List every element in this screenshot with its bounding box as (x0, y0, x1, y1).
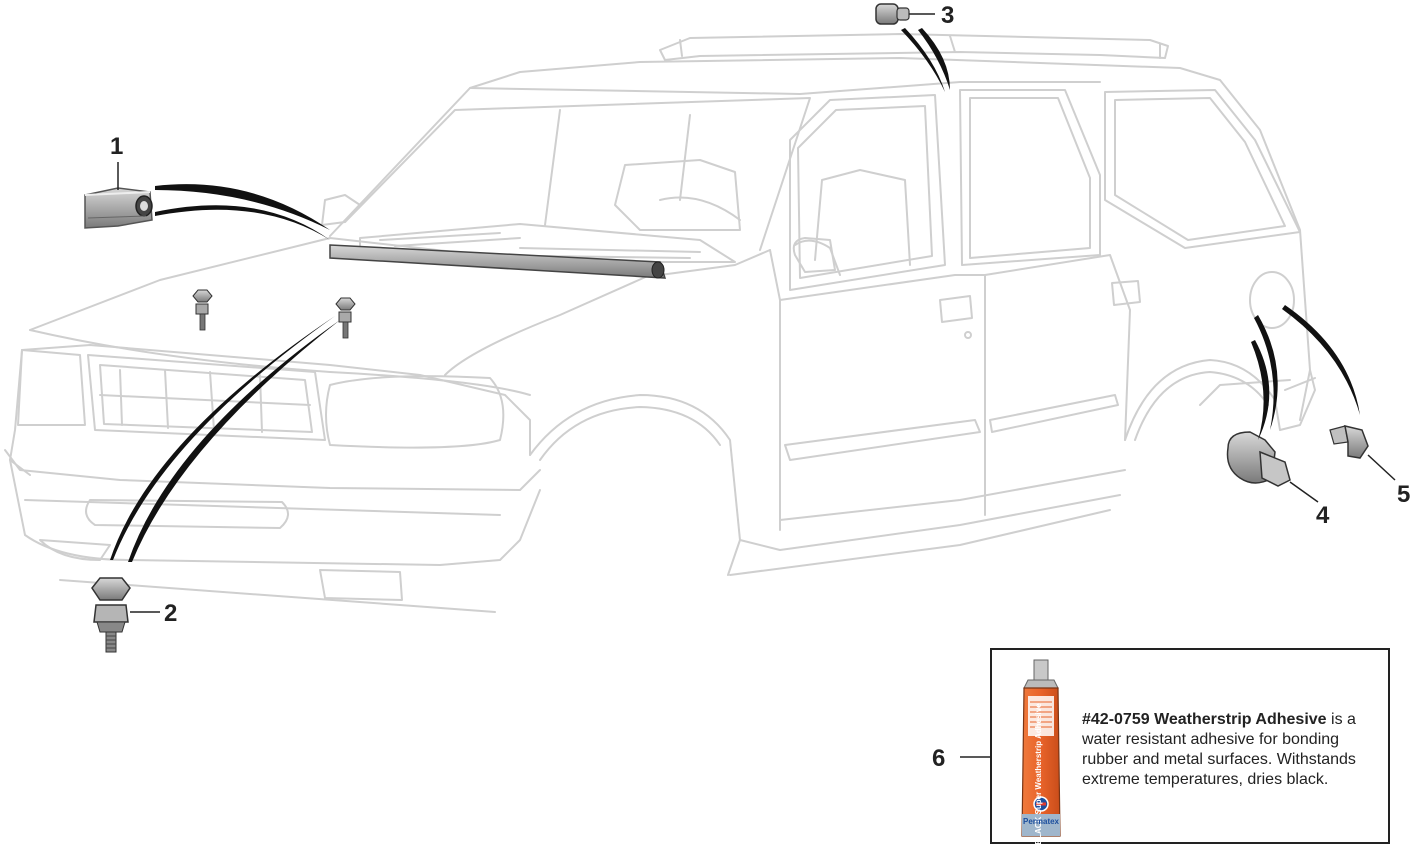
callout-2: 2 (164, 600, 177, 627)
part-1-cowl-weatherstrip (84, 187, 153, 229)
callout-5: 5 (1397, 481, 1410, 508)
adhesive-description-text: is a water resistant adhesive for bondin… (1082, 711, 1356, 788)
callout-3: 3 (941, 2, 954, 29)
part-4-bumper-stop (1226, 431, 1291, 487)
callout-6: 6 (932, 745, 945, 772)
adhesive-info-box: BLACK Super Weatherstrip Adhesive Permat… (990, 648, 1390, 844)
tube-label: BLACK Super Weatherstrip Adhesive (1034, 703, 1043, 844)
part-3-plug (875, 3, 910, 25)
part-5-small-stop (1329, 425, 1369, 459)
installed-cowl-weatherstrip (329, 244, 667, 279)
tube-brand: Permatex (1023, 817, 1060, 826)
adhesive-description: #42-0759 Weatherstrip Adhesive is a wate… (1082, 710, 1382, 790)
leader-lines (110, 28, 1360, 562)
callout-1: 1 (110, 133, 123, 160)
hood-bumper-installed-right (335, 297, 356, 339)
callout-4: 4 (1316, 502, 1330, 529)
part-2-hood-bumper (91, 577, 131, 653)
adhesive-part-number: #42-0759 Weatherstrip Adhesive (1082, 711, 1327, 728)
adhesive-tube-image: BLACK Super Weatherstrip Adhesive Permat… (1021, 659, 1061, 844)
hood-bumper-installed-left (192, 289, 213, 331)
callout-lines (117, 13, 1396, 758)
